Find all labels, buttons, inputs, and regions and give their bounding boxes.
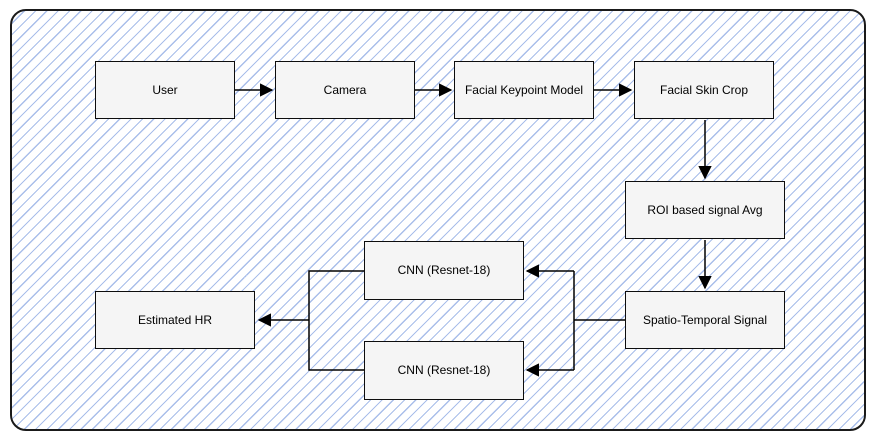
node-roi-signal-avg-label: ROI based signal Avg — [647, 202, 763, 217]
node-spatio-temporal-signal-label: Spatio-Temporal Signal — [642, 312, 768, 327]
node-facial-keypoint-model: Facial Keypoint Model — [454, 61, 594, 119]
node-facial-skin-crop: Facial Skin Crop — [634, 61, 774, 119]
node-roi-signal-avg: ROI based signal Avg — [625, 181, 785, 239]
node-facial-skin-crop-label: Facial Skin Crop — [659, 82, 749, 97]
node-cnn-resnet-top-label: CNN (Resnet-18) — [397, 263, 491, 278]
node-estimated-hr: Estimated HR — [95, 291, 255, 349]
node-cnn-resnet-bottom-label: CNN (Resnet-18) — [397, 363, 491, 378]
node-cnn-resnet-top: CNN (Resnet-18) — [364, 241, 524, 300]
node-estimated-hr-label: Estimated HR — [137, 312, 213, 327]
node-facial-keypoint-model-label: Facial Keypoint Model — [464, 82, 584, 97]
node-camera: Camera — [275, 61, 415, 119]
node-user: User — [95, 61, 235, 119]
node-camera-label: Camera — [323, 82, 367, 97]
node-user-label: User — [152, 82, 178, 97]
node-cnn-resnet-bottom: CNN (Resnet-18) — [364, 341, 524, 400]
node-spatio-temporal-signal: Spatio-Temporal Signal — [625, 291, 785, 349]
